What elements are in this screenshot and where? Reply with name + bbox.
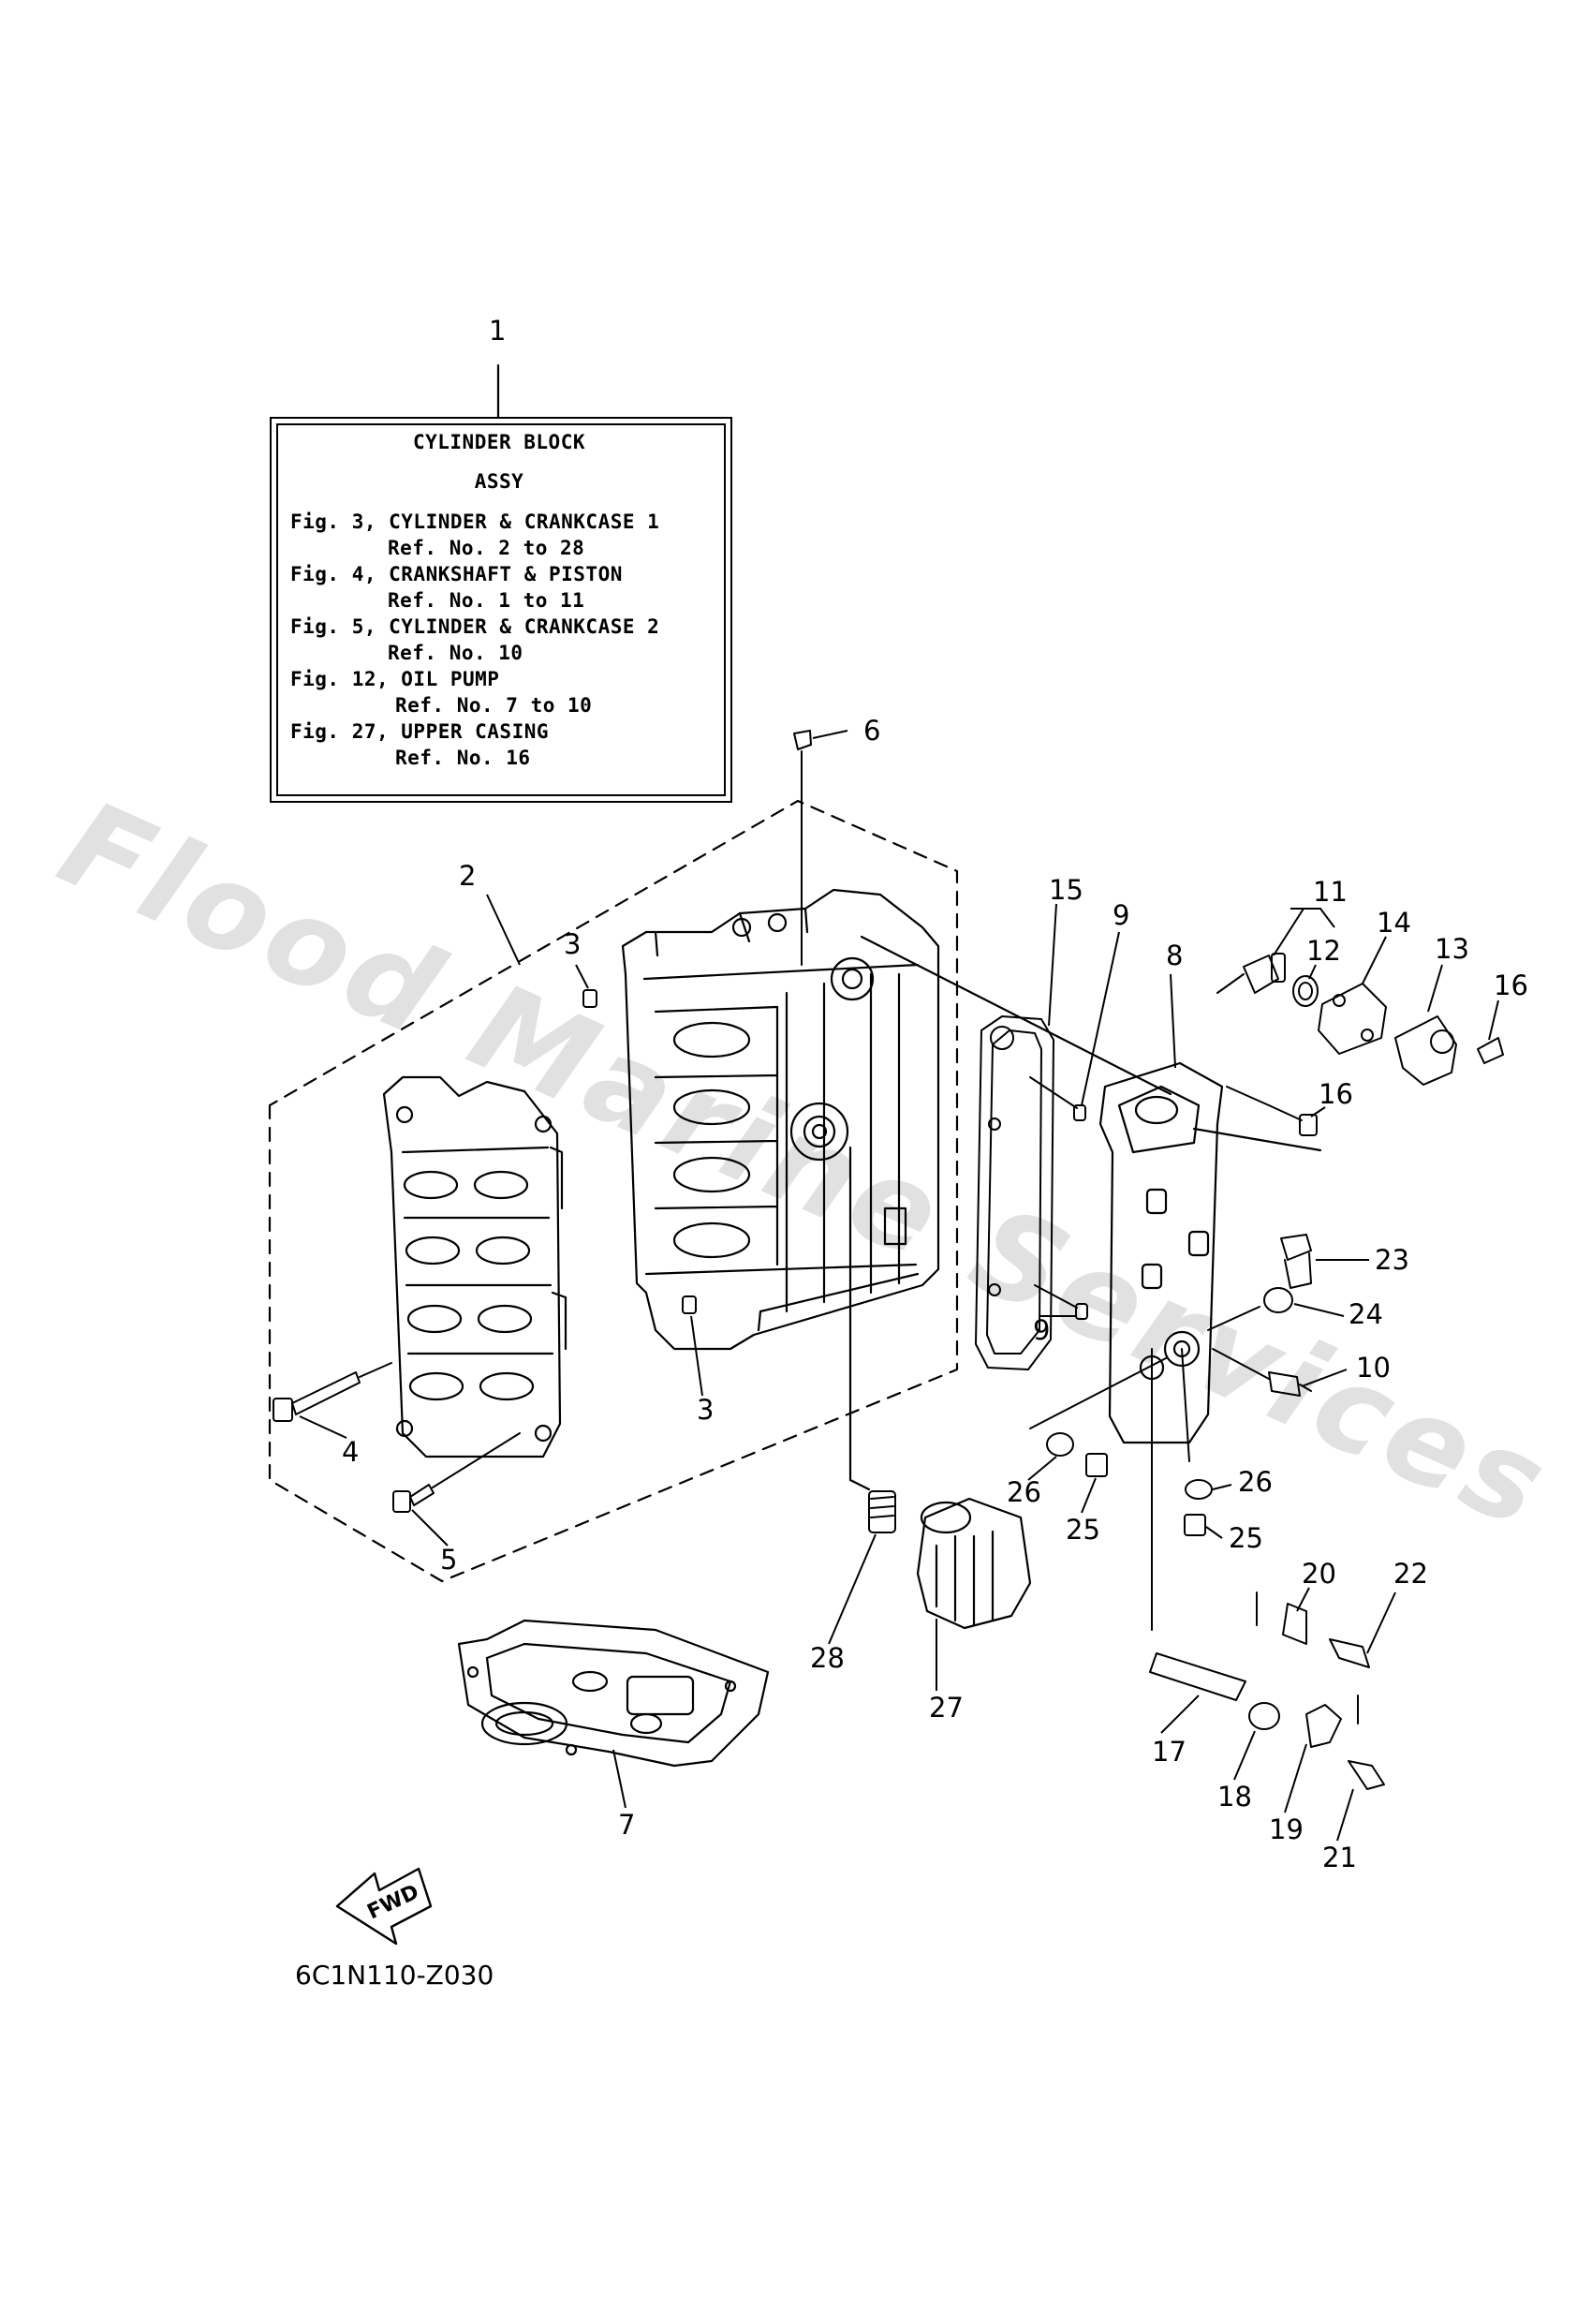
callout-4: 4: [342, 1436, 359, 1468]
callout-26b: 26: [1238, 1466, 1273, 1498]
callout-11: 11: [1313, 876, 1348, 908]
leader-gasket: [860, 935, 1172, 1096]
callout-6: 6: [863, 715, 880, 747]
box-line-5: Fig. 5, CYLINDER & CRANKCASE 2: [290, 615, 660, 638]
callout-9b: 9: [1033, 1314, 1050, 1346]
box-line-6: Ref. No. 10: [388, 642, 523, 664]
cover-8: [1098, 1061, 1322, 1444]
box-line-3: Fig. 4, CRANKSHAFT & PISTON: [290, 563, 623, 585]
pins-9: [1029, 1076, 1088, 1320]
stud-28: [868, 1490, 896, 1533]
box-subheading: ASSY: [474, 470, 524, 493]
box-line-2: Ref. No. 2 to 28: [388, 537, 585, 559]
callout-2: 2: [459, 860, 476, 892]
forward-arrow-icon: [335, 1867, 433, 1946]
callout-5: 5: [440, 1544, 457, 1576]
cylinder-block: [621, 888, 940, 1351]
callout-23: 23: [1375, 1244, 1409, 1276]
callout-3b: 3: [697, 1394, 714, 1426]
plug-6: [793, 730, 812, 966]
gasket-7: [457, 1619, 770, 1768]
leader-28-line: [848, 1146, 871, 1491]
thermostat-group: [1216, 953, 1504, 1086]
box-line-7: Fig. 12, OIL PUMP: [290, 668, 500, 690]
bolt-4: [273, 1362, 392, 1422]
box-line-9: Fig. 27, UPPER CASING: [290, 720, 550, 743]
callout-8: 8: [1166, 940, 1183, 971]
callout-24: 24: [1349, 1298, 1383, 1330]
dowel-pins: [582, 989, 697, 1314]
bolts-16: [1226, 1086, 1318, 1136]
callout-22: 22: [1393, 1558, 1428, 1590]
callout-26a: 26: [1007, 1476, 1041, 1508]
callout-25b: 25: [1229, 1522, 1263, 1554]
callout-21: 21: [1322, 1842, 1357, 1873]
gasket-15: [975, 1015, 1054, 1370]
callout-25a: 25: [1066, 1514, 1100, 1546]
callout-12: 12: [1306, 935, 1341, 967]
box-inner-border: [276, 423, 726, 796]
callout-16a: 16: [1494, 970, 1528, 1001]
callout-15: 15: [1049, 874, 1083, 906]
box-heading: CYLINDER BLOCK: [412, 431, 585, 453]
assembly-dashed-outline: [268, 799, 959, 1583]
callout-14: 14: [1377, 907, 1411, 939]
callout-13: 13: [1435, 933, 1469, 965]
callout-16b: 16: [1319, 1078, 1353, 1110]
drawing-code: 6C1N110-Z030: [295, 1960, 494, 1991]
callout-19: 19: [1269, 1813, 1304, 1845]
oil-filter-27: [916, 1497, 1032, 1630]
callout-1: 1: [489, 315, 506, 347]
drain-parts: [1029, 1348, 1213, 1536]
callout-3a: 3: [564, 928, 581, 960]
bolt-5: [392, 1432, 521, 1513]
box-line-8: Ref. No. 7 to 10: [395, 694, 593, 717]
callout-18: 18: [1217, 1781, 1252, 1813]
anode-parts: [1149, 1348, 1385, 1790]
box-line-10: Ref. No. 16: [395, 747, 531, 769]
box-line-1: Fig. 3, CYLINDER & CRANKCASE 1: [290, 511, 660, 533]
callout-17: 17: [1152, 1736, 1186, 1768]
callout-20: 20: [1302, 1558, 1336, 1590]
cylinder-block-assy-box: [270, 417, 732, 803]
box-line-4: Ref. No. 1 to 11: [388, 589, 585, 612]
callout-27: 27: [929, 1692, 964, 1724]
callout-10: 10: [1356, 1352, 1391, 1384]
callout-9a: 9: [1113, 899, 1129, 931]
callout-28: 28: [810, 1642, 845, 1674]
cylinder-head: [382, 1075, 567, 1458]
plug-23: [1207, 1234, 1312, 1331]
fwd-label: FWD: [364, 1880, 423, 1924]
callout-7: 7: [618, 1809, 635, 1841]
